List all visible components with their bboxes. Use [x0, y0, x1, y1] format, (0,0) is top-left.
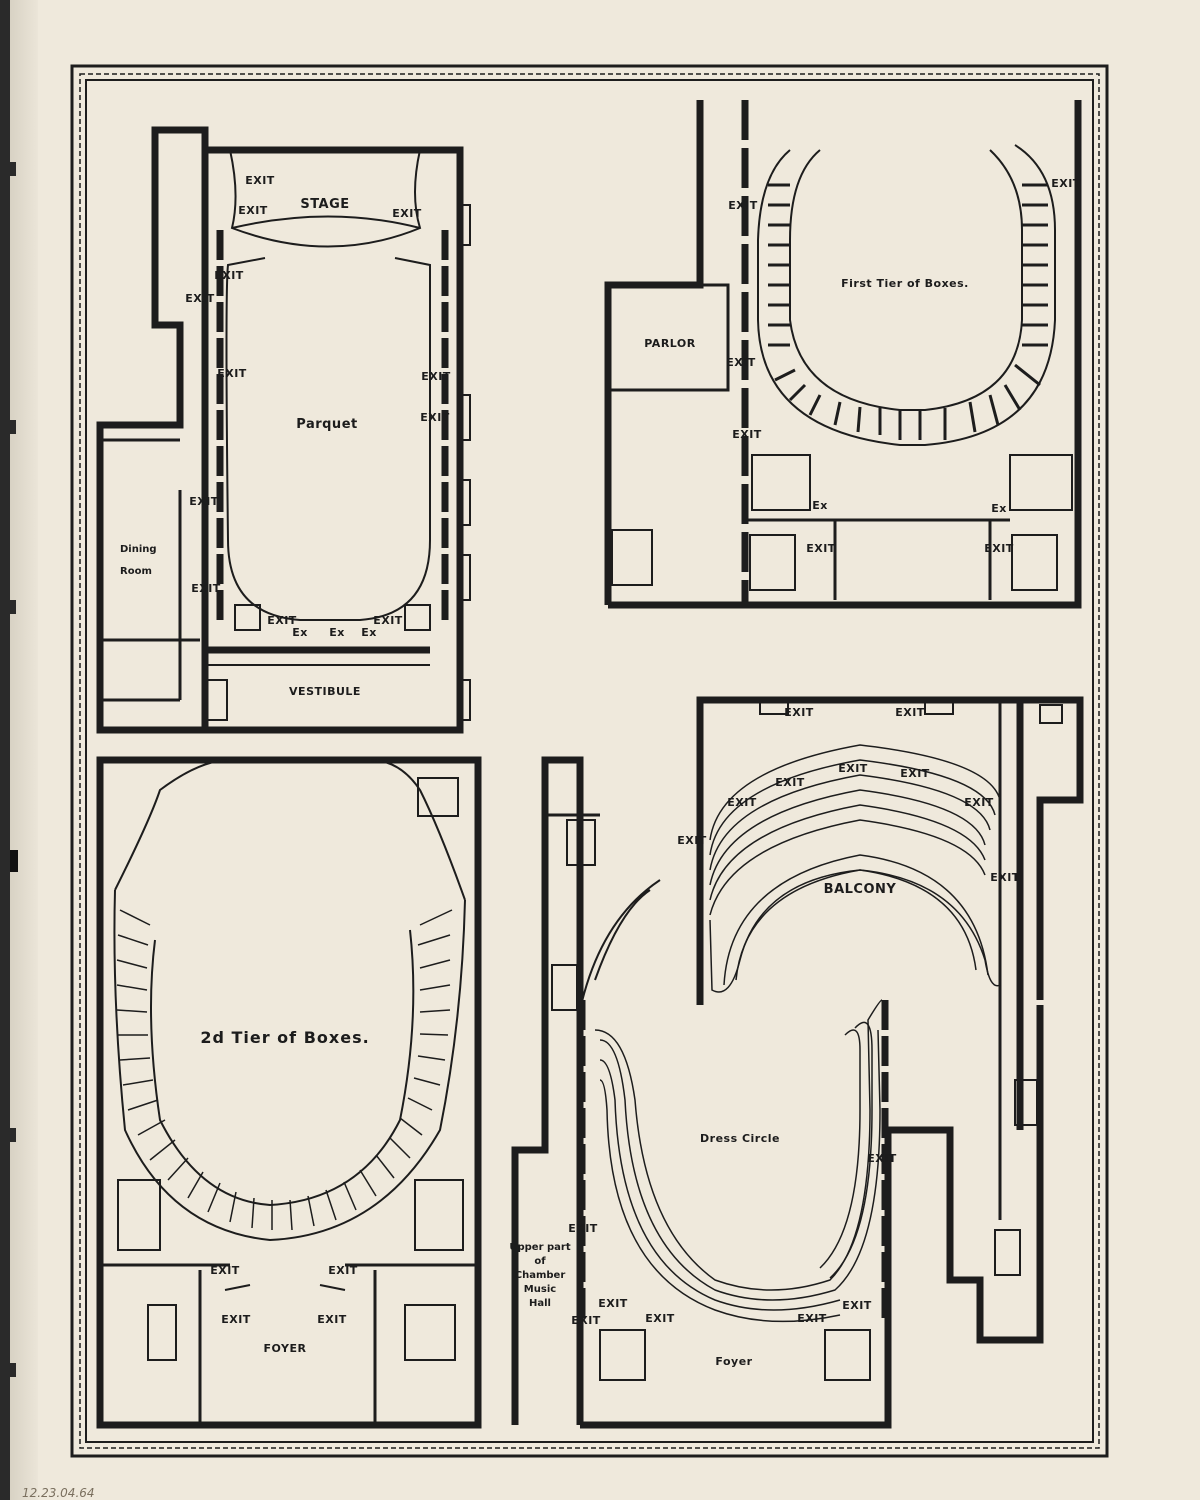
exit-label: EXIT: [245, 174, 275, 187]
program-page: STAGE Parquet VESTIBULE Dining Room EXIT…: [10, 0, 1200, 1500]
exit-label: EXIT: [732, 428, 762, 441]
exit-label: EXIT: [775, 776, 805, 789]
second-tier-box-ticks: [116, 909, 453, 1231]
balcony-stairs: [759, 701, 1063, 724]
exit-label: EXIT: [571, 1314, 601, 1327]
exit-label: EXIT: [214, 269, 244, 282]
dress-circle-plan: Dress Circle Foyer Upper part of Chamber…: [509, 756, 1044, 1429]
binding-edge: [10, 0, 38, 1500]
chamber-label-4: Music: [524, 1284, 556, 1295]
exit-label: EXIT: [900, 767, 930, 780]
exit-label: EXIT: [1051, 177, 1081, 190]
binding-holes: [10, 162, 18, 1377]
parlor-label: PARLOR: [644, 337, 696, 350]
chamber-label-1: Upper part: [509, 1242, 570, 1253]
exit-label: EXIT: [984, 542, 1014, 555]
balcony-exit-labels: EXIT EXIT EXIT EXIT EXIT EXIT EXIT EXIT …: [677, 706, 1020, 884]
first-tier-box-ticks: [768, 183, 1048, 440]
exit-label: EXIT: [210, 1264, 240, 1277]
ex-label: Ex: [812, 499, 828, 512]
floor-plans-drawing: STAGE Parquet VESTIBULE Dining Room EXIT…: [10, 64, 1109, 1500]
exit-label: EXIT: [267, 614, 297, 627]
balcony-plan: BALCONY EXIT EXIT EXIT EXIT EXIT EXIT EX…: [677, 696, 1084, 1220]
dress-circle-foyer-label: Foyer: [715, 1355, 752, 1368]
exit-label: EXIT: [990, 871, 1020, 884]
decorative-border: [70, 64, 1109, 1458]
ex-label: Ex: [292, 626, 308, 639]
chamber-label-2: of: [534, 1256, 546, 1267]
first-tier-exit-labels: EXIT EXIT EXIT EXIT EXIT EXIT Ex Ex: [726, 177, 1081, 555]
exit-label: EXIT: [238, 204, 268, 217]
chamber-music-hall-note: Upper part of Chamber Music Hall: [509, 1242, 570, 1309]
archive-annotation: 12.23.04.64: [22, 1486, 95, 1500]
exit-label: EXIT: [328, 1264, 358, 1277]
exit-label: EXIT: [598, 1297, 628, 1310]
exit-label: EXIT: [217, 367, 247, 380]
exit-label: EXIT: [797, 1312, 827, 1325]
dining-room-label-2: Room: [120, 566, 152, 577]
second-tier-exit-labels: EXIT EXIT EXIT EXIT: [210, 1264, 358, 1326]
parquet-stairs: [204, 204, 471, 721]
exit-label: EXIT: [726, 356, 756, 369]
exit-label: EXIT: [221, 1313, 251, 1326]
foyer-label: FOYER: [264, 1342, 307, 1355]
ex-label: Ex: [991, 502, 1007, 515]
exit-label: EXIT: [677, 834, 707, 847]
first-tier-plan: First Tier of Boxes. PARLOR EXIT EXIT EX…: [604, 100, 1082, 609]
exit-label: EXIT: [645, 1312, 675, 1325]
exit-label: EXIT: [867, 1152, 897, 1165]
exit-label: EXIT: [964, 796, 994, 809]
parquet-exit-labels: EXIT EXIT EXIT EXIT EXIT EXIT EXIT EXIT …: [185, 174, 451, 639]
parquet-title: Parquet: [296, 417, 357, 432]
exit-label: EXIT: [189, 495, 219, 508]
chamber-label-5: Hall: [529, 1298, 551, 1309]
stage-label: STAGE: [300, 197, 349, 212]
second-tier-title: 2d Tier of Boxes.: [200, 1028, 369, 1047]
balcony-title: BALCONY: [824, 882, 897, 897]
exit-label: EXIT: [185, 292, 215, 305]
exit-label: EXIT: [421, 370, 451, 383]
parquet-plan: STAGE Parquet VESTIBULE Dining Room EXIT…: [96, 126, 471, 734]
exit-label: EXIT: [568, 1222, 598, 1235]
exit-label: EXIT: [392, 207, 422, 220]
exit-label: EXIT: [727, 796, 757, 809]
exit-label: EXIT: [420, 411, 450, 424]
exit-label: EXIT: [842, 1299, 872, 1312]
exit-label: EXIT: [838, 762, 868, 775]
exit-label: EXIT: [784, 706, 814, 719]
exit-label: EXIT: [895, 706, 925, 719]
dress-circle-exit-labels: EXIT EXIT EXIT EXIT EXIT EXIT EXIT: [568, 1152, 897, 1327]
dress-circle-stairs: [551, 819, 1038, 1381]
dress-circle-rows: [594, 999, 883, 1323]
balcony-rows: [709, 744, 1001, 993]
second-tier-stairs: [117, 777, 464, 1361]
dress-circle-title: Dress Circle: [700, 1132, 780, 1145]
ex-label: Ex: [361, 626, 377, 639]
exit-label: EXIT: [806, 542, 836, 555]
ex-label: Ex: [329, 626, 345, 639]
dining-room-label-1: Dining: [120, 544, 157, 555]
first-tier-title: First Tier of Boxes.: [841, 277, 969, 290]
exit-label: EXIT: [373, 614, 403, 627]
first-tier-stairs: [611, 454, 1073, 591]
second-tier-plan: 2d Tier of Boxes. FOYER EXIT EXIT EXIT E…: [96, 756, 482, 1429]
chamber-label-3: Chamber: [515, 1270, 566, 1281]
exit-label: EXIT: [728, 199, 758, 212]
exit-label: EXIT: [317, 1313, 347, 1326]
exit-label: EXIT: [191, 582, 221, 595]
vestibule-label: VESTIBULE: [289, 685, 361, 698]
